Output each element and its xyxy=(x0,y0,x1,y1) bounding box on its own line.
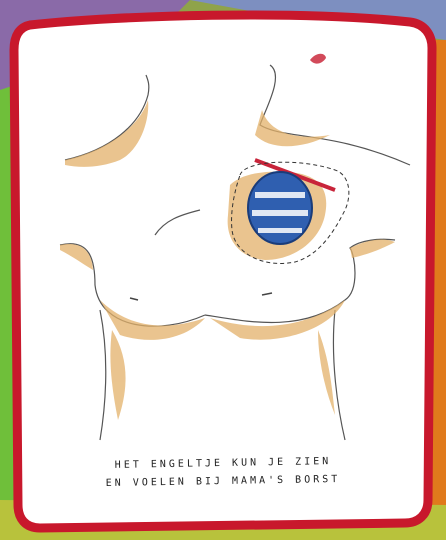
card-frame xyxy=(14,15,432,528)
port-implant-icon xyxy=(248,172,312,244)
